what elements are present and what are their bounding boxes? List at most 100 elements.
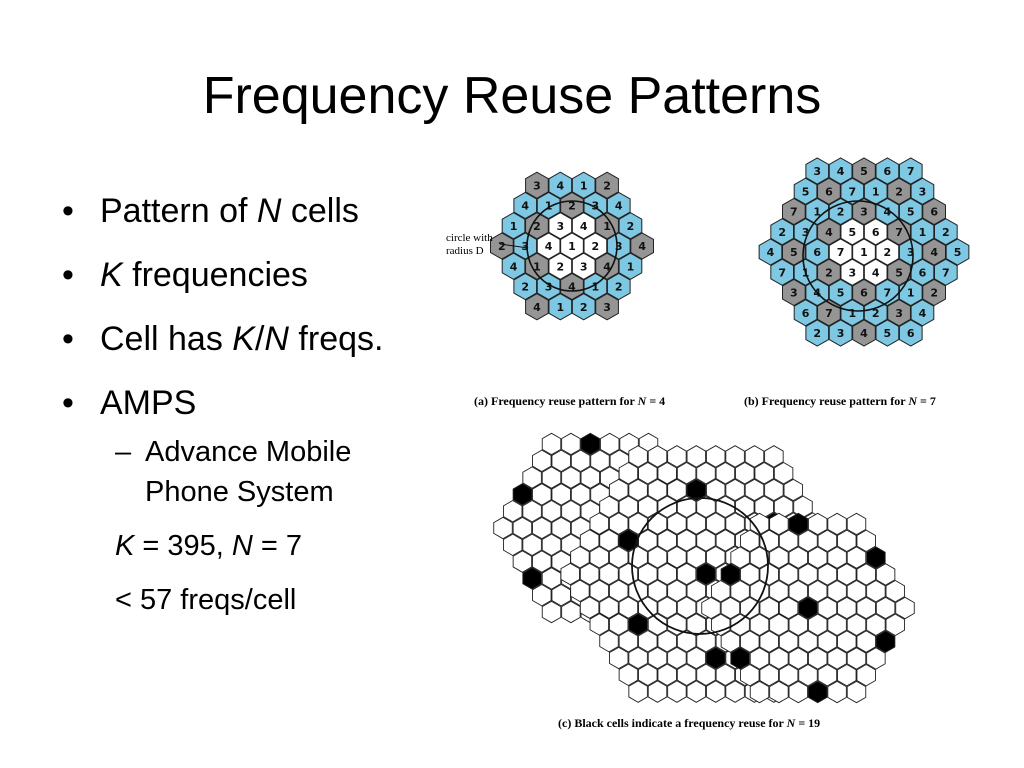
cell-number: 2 <box>627 220 635 233</box>
hex-cell <box>782 238 806 266</box>
cell-number: 4 <box>884 206 892 219</box>
hex-cell <box>837 529 857 553</box>
hex-cell <box>827 680 847 704</box>
reuse-cell-black <box>618 529 639 552</box>
text: freqs. <box>288 320 384 358</box>
hex-cell <box>715 663 736 687</box>
hex-cell <box>589 545 610 569</box>
caption-figure-c: (c) Black cells indicate a frequency reu… <box>558 716 820 731</box>
hex-cell <box>725 445 745 468</box>
hex-cell <box>817 663 838 687</box>
hex-cell <box>828 238 853 266</box>
hex-cell <box>866 613 886 637</box>
cell-number: 7 <box>884 287 892 300</box>
hex-cell <box>630 232 654 260</box>
bullet-cell-freqs: • Cell has K/N freqs. <box>60 316 460 362</box>
reuse-circle <box>802 200 914 312</box>
hex-cell <box>676 529 697 552</box>
cell-number: 2 <box>942 226 950 239</box>
hex-cell <box>628 646 648 670</box>
cell-number: 1 <box>510 220 518 233</box>
cell-number: 5 <box>802 185 810 198</box>
hex-cell <box>828 319 853 347</box>
bullet-dot-icon: • <box>62 256 74 294</box>
hex-cell <box>512 550 533 573</box>
hex-cell <box>754 495 774 519</box>
hex-cell <box>910 299 935 327</box>
hex-cell <box>798 630 818 653</box>
figure-b-n7-pattern: 4736225147373625145147362536251473647362… <box>758 157 970 347</box>
hex-cell <box>608 579 629 603</box>
cell-number: 6 <box>872 226 880 239</box>
hex-cell <box>744 445 765 468</box>
hex-cell <box>501 212 526 240</box>
hex-cell <box>657 629 677 653</box>
text: radius D <box>446 245 484 257</box>
hex-cell <box>628 445 648 468</box>
hex-cell <box>525 212 549 240</box>
hex-cell <box>805 197 830 226</box>
hex-cell <box>551 483 571 506</box>
slide-title: Frequency Reuse Patterns <box>202 67 822 125</box>
hex-cell <box>846 647 867 670</box>
hex-cell <box>589 613 610 636</box>
hex-cell <box>589 579 610 603</box>
cell-number: 4 <box>533 301 541 314</box>
text: circle with <box>446 232 493 244</box>
var-n: N <box>786 716 796 730</box>
hex-cell <box>856 596 876 620</box>
cell-number: 5 <box>895 266 903 279</box>
hex-cell <box>705 478 726 502</box>
cell-number: 2 <box>580 301 588 314</box>
hex-cell <box>493 516 513 540</box>
cell-number: 5 <box>790 246 798 259</box>
var-n: N <box>256 192 282 230</box>
reuse-cell-black <box>580 432 601 456</box>
reuse-cell-black <box>807 680 828 704</box>
hex-cell <box>667 512 687 535</box>
reuse-cell-black <box>875 630 896 653</box>
hex-cell <box>647 545 668 569</box>
hex-cell <box>579 562 600 586</box>
hex-cell <box>945 238 970 266</box>
cell-number: 6 <box>884 165 892 178</box>
hex-cell <box>863 218 888 246</box>
hex-cell <box>863 177 888 205</box>
hex-cell <box>686 512 707 535</box>
hex-cell <box>730 579 750 603</box>
cell-number: 7 <box>790 206 798 219</box>
hex-cell <box>541 567 562 590</box>
hex-cell <box>782 197 806 226</box>
hex-cell <box>740 663 760 687</box>
cell-number: 1 <box>545 200 553 213</box>
hex-cell <box>817 563 838 586</box>
line-freqs-per-cell: < 57 freqs/cell <box>60 580 460 620</box>
hex-cell <box>618 596 639 619</box>
hex-cell <box>638 663 658 687</box>
hex-cell <box>608 613 629 636</box>
sub-bullet-amps-name: – Advance Mobile Phone System <box>60 432 460 512</box>
hex-cell <box>525 252 549 280</box>
hex-cell <box>817 258 841 286</box>
text: (c) Black cells indicate a frequency reu… <box>558 716 787 730</box>
cell-number: 2 <box>778 226 786 239</box>
hex-cell <box>933 258 958 286</box>
hex-cell <box>551 516 571 540</box>
hex-cell <box>852 238 876 266</box>
hex-cell <box>560 232 584 260</box>
hex-cell <box>570 579 590 603</box>
hex-cell <box>720 596 741 620</box>
hex-cell <box>710 579 731 603</box>
hex-cell <box>696 629 716 653</box>
hex-cell <box>788 613 809 637</box>
hex-cell <box>922 238 946 266</box>
hex-cell <box>580 466 601 489</box>
text: (a) Frequency reuse pattern for <box>474 394 638 408</box>
hex-cell <box>686 646 707 670</box>
cell-number: 4 <box>825 226 833 239</box>
cell-number: 2 <box>615 281 623 294</box>
cell-number: 2 <box>884 246 892 259</box>
cell-number: 3 <box>919 185 927 198</box>
cell-number: 2 <box>813 327 821 340</box>
hex-cell <box>764 445 784 468</box>
